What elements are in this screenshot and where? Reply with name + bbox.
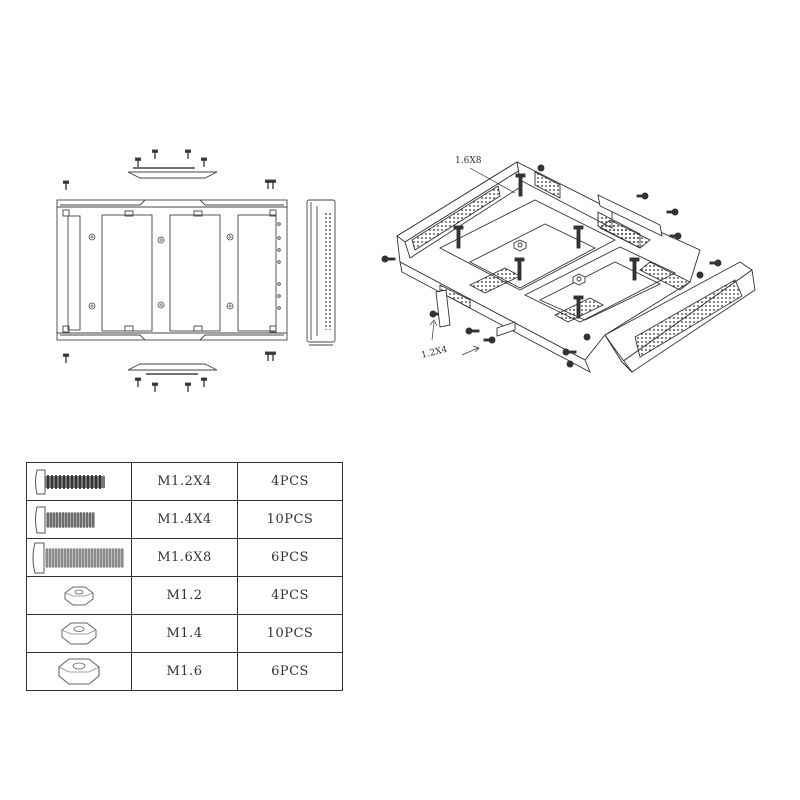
drive-slot-left [101,214,153,332]
part-image-cell [26,652,132,691]
part-image-cell [26,614,132,653]
screw-m14-icon [35,506,95,533]
part-spec: M1.6X8 [131,538,238,577]
part-image-cell [26,500,132,539]
bottom-bracket [127,363,218,393]
top-bracket [127,149,218,179]
table-row: M1.6X8 6PCS [26,538,343,577]
part-image-cell [26,462,132,501]
part-qty: 10PCS [237,614,343,653]
part-spec: M1.4X4 [131,500,238,539]
part-image-cell [26,538,132,577]
table-row: M1.4 10PCS [26,614,343,653]
callout-screw-long: 1.6X8 [455,156,482,166]
part-qty: 4PCS [237,462,343,501]
perforated-side-panel [604,261,756,373]
isometric-view [381,161,756,373]
table-row: M1.6 6PCS [26,652,343,691]
part-spec: M1.2 [131,576,238,615]
part-spec: M1.2X4 [131,462,238,501]
nut-m14-icon [61,622,97,644]
drive-slot-right [169,214,221,332]
table-row: M1.4X4 10PCS [26,500,343,539]
frame-outline [56,199,288,341]
side-bracket [597,194,663,237]
screw-m12-icon [35,469,105,494]
nut-m16-icon [58,657,100,685]
table-row: M1.2 4PCS [26,576,343,615]
part-spec: M1.6 [131,652,238,691]
nut-m12-icon [64,586,94,605]
callout-screw-short: 1.2X4 [420,345,448,361]
parts-table: M1.2X4 4PCS [26,462,343,691]
part-spec: M1.4 [131,614,238,653]
part-image-cell [26,576,132,615]
part-qty: 10PCS [237,500,343,539]
table-row: M1.2X4 4PCS [26,462,343,501]
part-qty: 4PCS [237,576,343,615]
part-qty: 6PCS [237,538,343,577]
side-view [306,199,336,346]
part-qty: 6PCS [237,652,343,691]
front-view [56,149,288,393]
screw-m16-icon [32,542,124,573]
